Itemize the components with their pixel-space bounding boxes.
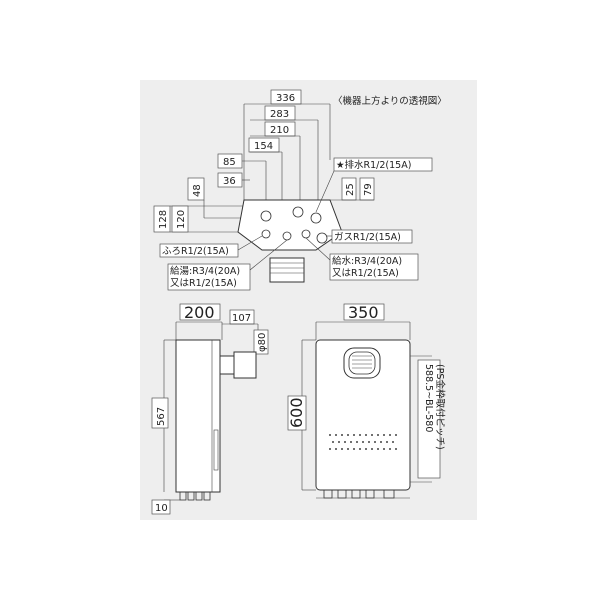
top-view-title: 〈機器上方よりの透視図〉 xyxy=(333,95,447,107)
dim-pitch-box xyxy=(417,359,441,479)
exhaust-cap-icon xyxy=(269,257,305,283)
callout-hot-text-1: 給湯:R3/4(20A) xyxy=(170,265,240,277)
callout-hot: 給湯:R3/4(20A) 又はR1/2(15A) xyxy=(167,239,288,291)
side-flue xyxy=(219,355,235,375)
callout-gas-text: ガスR1/2(15A) xyxy=(334,232,401,243)
callout-bath: ふろR1/2(15A) xyxy=(159,235,263,258)
dim-350-box xyxy=(343,303,385,321)
callout-gas: ガスR1/2(15A) xyxy=(326,229,413,244)
dim-600-text: 600 xyxy=(287,397,306,428)
dim-120: 120 xyxy=(171,205,189,233)
dim-25-text: 25 xyxy=(345,183,356,196)
dim-48: 48 xyxy=(187,177,262,219)
vent-grille-icon xyxy=(343,347,381,379)
dim-79: 79 xyxy=(330,177,375,201)
callout-hot-text-2: 又はR1/2(15A) xyxy=(170,278,237,289)
front-pipe-4 xyxy=(365,489,375,499)
side-pipe-1 xyxy=(179,491,187,501)
dim-phi80-text: φ80 xyxy=(257,333,268,352)
front-vent-dots xyxy=(329,434,397,450)
callout-water-text-1: 給水:R3/4(20A) xyxy=(332,255,402,267)
callout-drain-text: ★排水R1/2(15A) xyxy=(336,159,411,171)
dim-107-text: 107 xyxy=(232,313,251,324)
unit-top-outline xyxy=(237,199,343,251)
dim-128-text: 128 xyxy=(158,210,169,229)
callout-bath-text: ふろR1/2(15A) xyxy=(162,246,229,257)
front-view: 350 xyxy=(287,303,446,499)
front-pipe-5 xyxy=(383,489,395,499)
dim-210-text: 210 xyxy=(270,125,289,136)
dim-200-text: 200 xyxy=(184,303,215,322)
bath-fitting xyxy=(261,229,271,239)
dim-600-box xyxy=(287,395,307,431)
drain-fitting xyxy=(310,212,322,224)
dim-79-text: 79 xyxy=(363,183,374,196)
dim-336: 336 xyxy=(243,89,331,212)
side-pipe-2 xyxy=(187,491,195,501)
side-flue-cap xyxy=(233,351,257,379)
side-pipe-3 xyxy=(195,491,203,501)
dim-phi80-box xyxy=(253,329,269,355)
dim-283: 283 xyxy=(250,105,319,212)
dim-25: 25 xyxy=(341,177,357,201)
callout-drain: ★排水R1/2(15A) xyxy=(315,157,433,213)
dim-120-text: 120 xyxy=(176,210,187,229)
bath-fitting-top xyxy=(260,210,272,222)
callout-water: 給水:R3/4(20A) 又はR1/2(15A) xyxy=(305,237,419,281)
dim-210: 210 xyxy=(250,121,301,212)
hot-fitting-top xyxy=(292,206,304,218)
dim-567-box xyxy=(151,397,169,429)
dim-pitch-text-2: (PS金枠取付ピッチ) xyxy=(434,364,446,450)
side-body xyxy=(175,339,221,493)
front-pipe-2 xyxy=(337,489,347,499)
dim-283-text: 283 xyxy=(270,109,289,120)
front-body xyxy=(315,339,411,491)
front-pipe-3 xyxy=(351,489,361,499)
dim-200-box xyxy=(179,303,221,321)
dim-336-text: 336 xyxy=(276,93,295,104)
dim-85-text: 85 xyxy=(223,157,236,168)
gas-fitting xyxy=(316,232,328,244)
dim-36: 36 xyxy=(217,172,250,188)
dim-48-text: 48 xyxy=(192,184,203,197)
front-pipe-1 xyxy=(323,489,333,499)
dim-154-text: 154 xyxy=(254,141,273,152)
dim-36-text: 36 xyxy=(223,176,236,187)
dim-350-text: 350 xyxy=(348,303,379,322)
top-view: 〈機器上方よりの透視図〉 336 283 210 xyxy=(153,89,447,291)
side-view: 200 107 φ80 567 xyxy=(151,303,269,515)
dim-567-text: 567 xyxy=(156,407,167,426)
dim-128: 128 xyxy=(153,205,244,233)
callout-water-text-2: 又はR1/2(15A) xyxy=(332,268,399,279)
dim-10-box xyxy=(151,499,171,515)
side-pipe-4 xyxy=(203,491,211,501)
dim-pitch-text-1: 588.5~BL-580 xyxy=(423,364,434,432)
dim-10-text: 10 xyxy=(155,503,168,514)
